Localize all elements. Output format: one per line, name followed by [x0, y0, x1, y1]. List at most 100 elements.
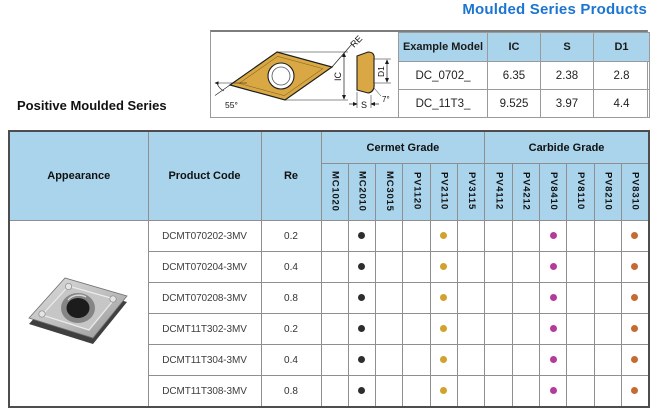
- d1-header: D1: [593, 32, 650, 62]
- grade-cell: [375, 282, 404, 314]
- insert-photo: [28, 277, 128, 344]
- re-cell: 0.4: [260, 344, 322, 376]
- grade-cell: [484, 220, 513, 252]
- ic-cell: 9.525: [487, 89, 541, 118]
- grade-cell: [593, 220, 622, 252]
- grade-dot-magenta: [549, 356, 557, 364]
- grade-cell: [402, 251, 431, 283]
- grade-dot-orange: [631, 356, 639, 364]
- grade-column-header-pv4112: PV4112: [484, 163, 513, 221]
- grade-cell: [429, 220, 458, 252]
- grade-cell: [538, 375, 568, 408]
- grade-dot-magenta: [549, 263, 557, 271]
- grade-dot-orange: [631, 263, 639, 271]
- d1-cell: 2.8: [593, 61, 650, 90]
- grade-cell: [620, 344, 650, 376]
- s-label: S: [361, 100, 367, 110]
- grade-cell: [347, 313, 377, 345]
- product-code-cell: DCMT070204-3MV: [147, 251, 262, 283]
- grade-cell: [402, 220, 431, 252]
- re-cell: 0.2: [260, 220, 322, 252]
- model-cell: DC_0702_: [398, 61, 488, 90]
- grade-cell: [347, 344, 377, 376]
- example-table-row: DC_0702_ 6.35 2.38 2.8: [398, 61, 650, 90]
- example-table-row: DC_11T3_ 9.525 3.97 4.4: [398, 89, 650, 118]
- grade-dot-gold: [440, 387, 448, 395]
- table-row: DCMT11T302-3MV 0.2: [9, 313, 650, 345]
- grade-dot-black: [358, 356, 366, 364]
- carbide-grade-header: Carbide Grade: [484, 130, 650, 164]
- example-model-panel: RE IC 55° D1 S 7°: [210, 30, 650, 118]
- ic-header: IC: [487, 32, 541, 62]
- grade-cell: [320, 344, 349, 376]
- grade-column-header-pv8110: PV8110: [566, 163, 595, 221]
- model-cell: DC_11T3_: [398, 89, 488, 118]
- grade-cell: [347, 220, 377, 252]
- grade-cell: [347, 282, 377, 314]
- grade-cell: [429, 282, 458, 314]
- grade-dot-orange: [631, 294, 639, 302]
- grade-dot-orange: [631, 325, 639, 333]
- table-row: DCMT11T308-3MV 0.8: [9, 375, 650, 408]
- grade-dot-magenta: [549, 232, 557, 240]
- grade-column-header-mc1020: MC1020: [320, 163, 349, 221]
- grade-dot-gold: [440, 263, 448, 271]
- grade-dot-gold: [440, 325, 448, 333]
- corner-angle-label: 55°: [225, 100, 238, 110]
- grade-group-header-row: Appearance Product Code Re Cermet Grade …: [8, 130, 650, 221]
- re-cell: 0.8: [260, 282, 322, 314]
- grade-cell: [456, 282, 486, 314]
- grade-dot-black: [358, 325, 366, 333]
- grade-cell: [456, 344, 486, 376]
- grade-cell: [566, 220, 595, 252]
- example-model-header: Example Model: [398, 32, 488, 62]
- grade-cell: [347, 251, 377, 283]
- grade-dot-gold: [440, 232, 448, 240]
- grade-cell: [484, 282, 513, 314]
- grade-cell: [538, 251, 568, 283]
- s-cell: 3.97: [540, 89, 594, 118]
- section-title: Positive Moulded Series: [17, 98, 167, 113]
- grade-cell: [484, 313, 513, 345]
- grade-cell: [566, 251, 595, 283]
- grade-dot-orange: [631, 232, 639, 240]
- grade-column-header-mc3015: MC3015: [375, 163, 404, 221]
- grade-cell: [402, 282, 431, 314]
- grade-cell: [429, 251, 458, 283]
- grade-cell: [511, 375, 540, 408]
- grade-cell: [375, 313, 404, 345]
- grade-cell: [620, 220, 650, 252]
- grade-cell: [620, 282, 650, 314]
- grade-cell: [484, 251, 513, 283]
- grade-column-header-mc2010: MC2010: [347, 163, 377, 221]
- grade-dot-magenta: [549, 387, 557, 395]
- re-label: RE: [348, 33, 364, 49]
- grade-cell: [456, 220, 486, 252]
- page-title: Moulded Series Products: [462, 1, 647, 18]
- grade-dot-black: [358, 232, 366, 240]
- grade-dot-black: [358, 263, 366, 271]
- table-row: DCMT11T304-3MV 0.4: [9, 344, 650, 376]
- grade-cell: [538, 344, 568, 376]
- grade-cell: [320, 220, 349, 252]
- grade-cell: [429, 313, 458, 345]
- d1-cell: 4.4: [593, 89, 650, 118]
- grade-dot-magenta: [549, 294, 557, 302]
- grade-cell: [620, 251, 650, 283]
- s-header: S: [540, 32, 594, 62]
- grade-dot-black: [358, 387, 366, 395]
- appearance-cell: [8, 220, 149, 408]
- grade-column-header-pv4212: PV4212: [511, 163, 540, 221]
- product-code-cell: DCMT11T302-3MV: [147, 313, 262, 345]
- grade-cell: [511, 251, 540, 283]
- grade-column-header-pv3115: PV3115: [456, 163, 486, 221]
- grade-cell: [566, 344, 595, 376]
- grade-cell: [375, 251, 404, 283]
- grade-cell: [593, 344, 622, 376]
- grade-cell: [456, 313, 486, 345]
- grade-dot-orange: [631, 387, 639, 395]
- grade-cell: [538, 282, 568, 314]
- grade-cell: [620, 313, 650, 345]
- grade-column-header-pv8310: PV8310: [620, 163, 650, 221]
- d1-label: D1: [376, 66, 386, 77]
